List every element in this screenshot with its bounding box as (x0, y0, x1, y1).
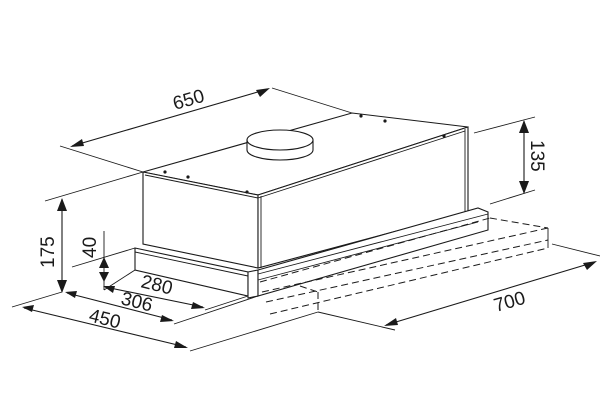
label-135: 135 (526, 140, 547, 172)
label-650: 650 (171, 86, 207, 115)
label-40: 40 (80, 237, 101, 258)
duct-outlet (246, 129, 314, 161)
label-175: 175 (38, 236, 59, 268)
hood-body (142, 112, 469, 269)
label-450: 450 (87, 305, 123, 333)
dimension-40: 40 (71, 231, 136, 290)
lower-tray (134, 207, 489, 299)
label-700: 700 (492, 288, 528, 317)
dimension-650: 650 (59, 86, 353, 173)
extended-drawer-dashed (259, 217, 549, 315)
dimension-175: 175 (38, 171, 144, 293)
dimension-135: 135 (473, 116, 547, 205)
